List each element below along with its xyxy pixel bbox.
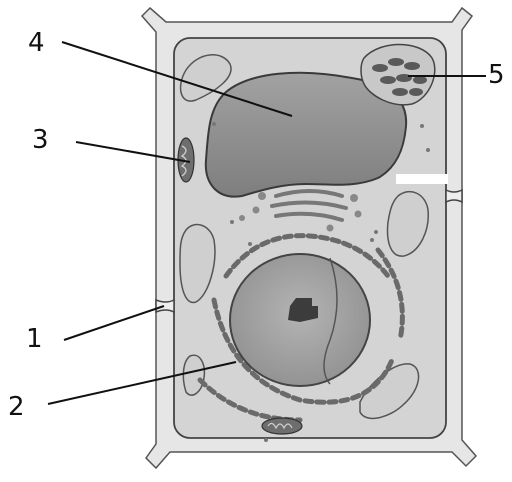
- label-two: 2: [8, 394, 25, 420]
- label-four: 4: [28, 30, 45, 56]
- white-gap: [396, 174, 448, 184]
- nucleus: [230, 254, 370, 386]
- pointer-1: [64, 306, 164, 340]
- plasmodesma-right: [446, 190, 462, 202]
- plasmodesma-left: [156, 300, 174, 312]
- label-three: 3: [32, 127, 49, 153]
- label-five: 5: [488, 62, 505, 88]
- mitochondrion-bottom: [262, 418, 302, 434]
- label-one: 1: [26, 326, 43, 352]
